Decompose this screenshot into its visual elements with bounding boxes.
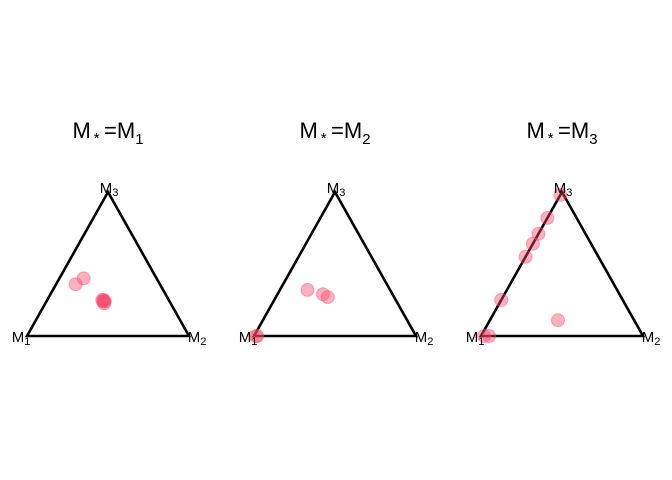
vertex-label-m1: M1	[12, 329, 31, 348]
panel-title: M * =M3	[526, 118, 597, 148]
data-point	[68, 277, 83, 292]
vertex-label-m1: M1	[466, 329, 485, 348]
data-point	[315, 287, 330, 302]
data-point	[250, 329, 265, 343]
data-point	[76, 271, 91, 286]
data-point	[97, 296, 112, 311]
vertex-label-m3: M3	[100, 180, 119, 199]
vertex-label-m3: M3	[554, 180, 573, 199]
panel-title: M * =M2	[299, 118, 370, 148]
data-point	[320, 290, 335, 305]
data-point	[248, 329, 263, 343]
ternary-triangle	[24, 189, 192, 338]
data-point	[97, 294, 112, 309]
data-point	[96, 293, 111, 307]
data-point	[518, 249, 533, 264]
vertex-label-m2: M2	[415, 329, 434, 348]
data-point	[525, 236, 540, 251]
vertex-label-m2: M2	[642, 329, 661, 348]
data-point	[95, 293, 110, 307]
vertex-label-m2: M2	[188, 329, 207, 348]
ternary-triangle	[251, 189, 419, 338]
data-point	[531, 226, 546, 241]
data-point	[553, 187, 568, 202]
data-point	[300, 282, 315, 297]
panel-title: M * =M1	[72, 118, 143, 148]
data-point	[494, 293, 509, 307]
vertex-label-m1: M1	[239, 329, 258, 348]
data-point	[96, 294, 111, 309]
ternary-triangle	[478, 189, 646, 338]
data-point	[482, 329, 497, 343]
vertex-label-m3: M3	[327, 180, 346, 199]
data-point	[477, 329, 492, 343]
data-point	[540, 210, 555, 225]
data-point	[551, 313, 565, 328]
